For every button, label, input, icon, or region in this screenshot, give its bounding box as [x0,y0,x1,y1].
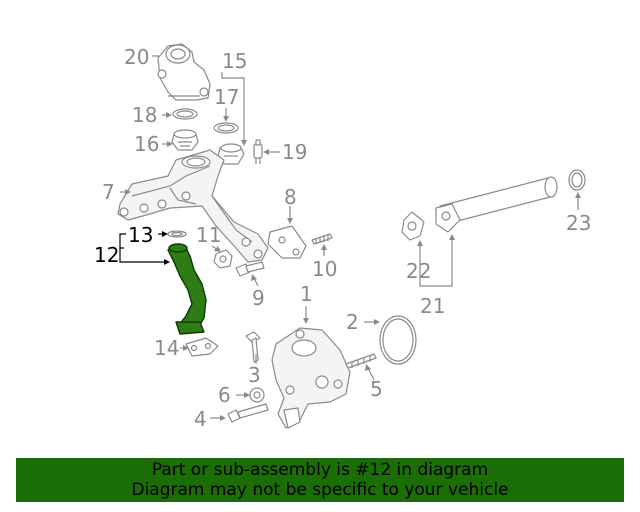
part-17-gasket[interactable] [213,122,239,134]
part-12-hose-highlighted[interactable] [167,243,207,335]
callout-labels: 20 15 17 18 16 19 7 8 13 11 12 10 9 22 2… [94,45,591,431]
callout-17[interactable]: 17 [214,85,239,109]
callout-5[interactable]: 5 [370,377,383,401]
part-3-bolt[interactable] [245,331,261,363]
callout-4[interactable]: 4 [194,407,207,431]
part-16-thermostat[interactable] [171,129,199,151]
callout-18[interactable]: 18 [132,103,157,127]
part-1-water-pump[interactable] [271,327,351,429]
callout-23[interactable]: 23 [566,211,591,235]
part-18-o-ring[interactable] [172,108,198,120]
part-10-stud[interactable] [311,233,333,245]
callout-10[interactable]: 10 [312,257,337,281]
callout-16[interactable]: 16 [134,132,159,156]
callout-22[interactable]: 22 [406,259,431,283]
part-15-thermostat[interactable] [217,143,245,165]
callout-1[interactable]: 1 [300,282,313,306]
banner-line-2: Diagram may not be specific to your vehi… [131,480,509,500]
part-21-pipe[interactable] [435,176,558,233]
part-11-nut[interactable] [213,249,233,269]
callout-13[interactable]: 13 [128,223,153,247]
banner-line-1: Part or sub-assembly is #12 in diagram [151,460,489,480]
callout-21[interactable]: 21 [420,294,445,318]
callout-15[interactable]: 15 [222,49,247,73]
callout-3[interactable]: 3 [248,363,261,387]
callout-11[interactable]: 11 [196,223,221,247]
part-14-gasket[interactable] [185,337,219,357]
callout-12[interactable]: 12 [94,243,119,267]
callout-7[interactable]: 7 [102,180,115,204]
part-22-gasket[interactable] [401,211,425,241]
callout-14[interactable]: 14 [154,336,179,360]
callout-2[interactable]: 2 [346,310,359,334]
callout-6[interactable]: 6 [218,383,231,407]
part-19-sensor[interactable] [253,139,263,164]
part-20-housing[interactable] [157,43,211,101]
part-2-o-ring[interactable] [379,315,417,365]
part-4-bolt[interactable] [227,403,269,423]
part-5-stud[interactable] [345,353,377,369]
info-banner: Part or sub-assembly is #12 in diagram D… [16,458,624,502]
part-23-o-ring[interactable] [568,169,586,191]
part-7-manifold[interactable] [117,149,269,263]
leader-lines [119,55,581,421]
part-9-bolt[interactable] [235,261,265,277]
part-8-bracket[interactable] [267,225,307,259]
callout-8[interactable]: 8 [284,185,297,209]
callout-9[interactable]: 9 [252,286,265,310]
callout-19[interactable]: 19 [282,140,307,164]
callout-20[interactable]: 20 [124,45,149,69]
part-13-o-ring[interactable] [167,230,187,238]
part-6-nut[interactable] [249,387,265,403]
